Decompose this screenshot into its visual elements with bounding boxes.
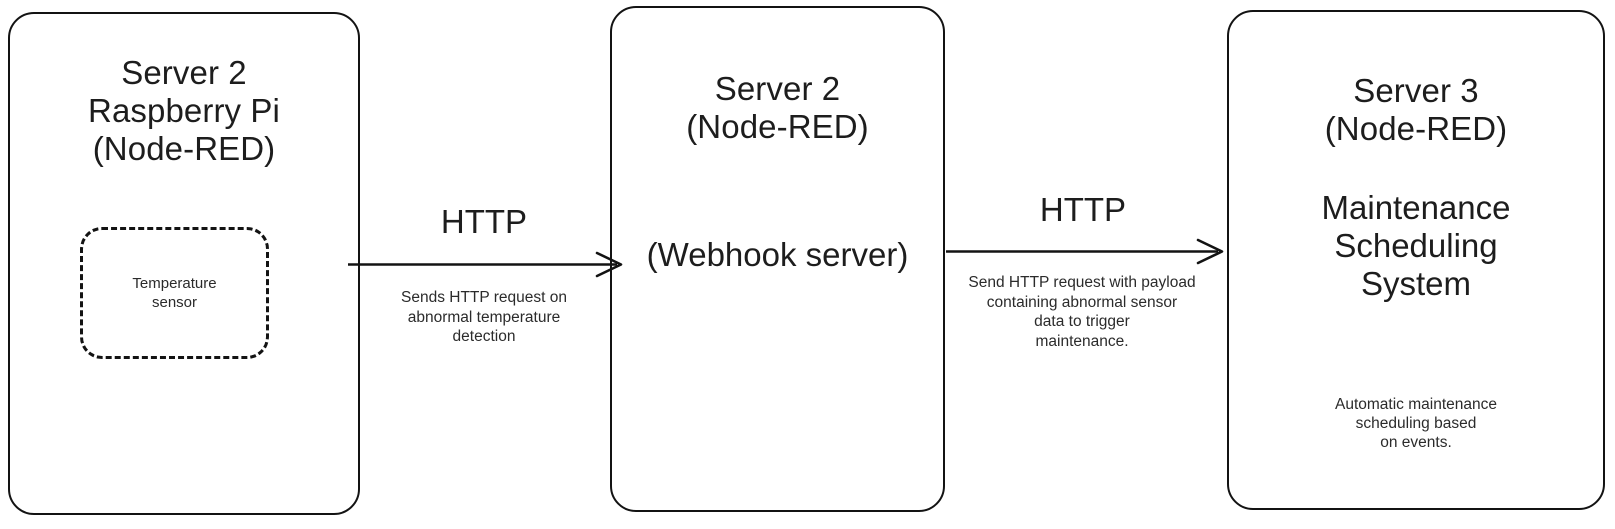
edge-webhook-to-maintenance-label: HTTP: [1039, 191, 1127, 228]
node-server2-webhook-subtitle: (Webhook server): [646, 236, 909, 273]
temperature-sensor-box[interactable]: Temperature sensor: [80, 227, 269, 359]
node-server2-raspberry-pi-title: Server 2 Raspberry Pi (Node-RED): [88, 54, 280, 167]
temperature-sensor-label: Temperature sensor: [132, 275, 217, 311]
edge-pi-to-webhook-label: HTTP: [440, 203, 528, 240]
node-server3-maintenance-title: Server 3 (Node-RED): [1324, 72, 1508, 147]
node-server2-webhook[interactable]: Server 2 (Node-RED) (Webhook server): [610, 6, 945, 512]
node-server3-maintenance-caption: Automatic maintenance scheduling based o…: [1335, 396, 1497, 451]
edge-pi-to-webhook-description: Sends HTTP request on abnormal temperatu…: [401, 289, 567, 345]
node-server2-raspberry-pi[interactable]: Server 2 Raspberry Pi (Node-RED) Tempera…: [8, 12, 360, 515]
node-server2-webhook-title: Server 2 (Node-RED): [686, 70, 869, 145]
edge-webhook-to-maintenance-description: Send HTTP request with payload containin…: [968, 274, 1196, 350]
node-server3-maintenance-subtitle: Maintenance Scheduling System: [1321, 189, 1511, 302]
node-server3-maintenance[interactable]: Server 3 (Node-RED) Maintenance Scheduli…: [1227, 10, 1605, 510]
arrow-webhook-to-maintenance: [946, 238, 1224, 265]
arrow-pi-to-webhook: [348, 251, 623, 278]
